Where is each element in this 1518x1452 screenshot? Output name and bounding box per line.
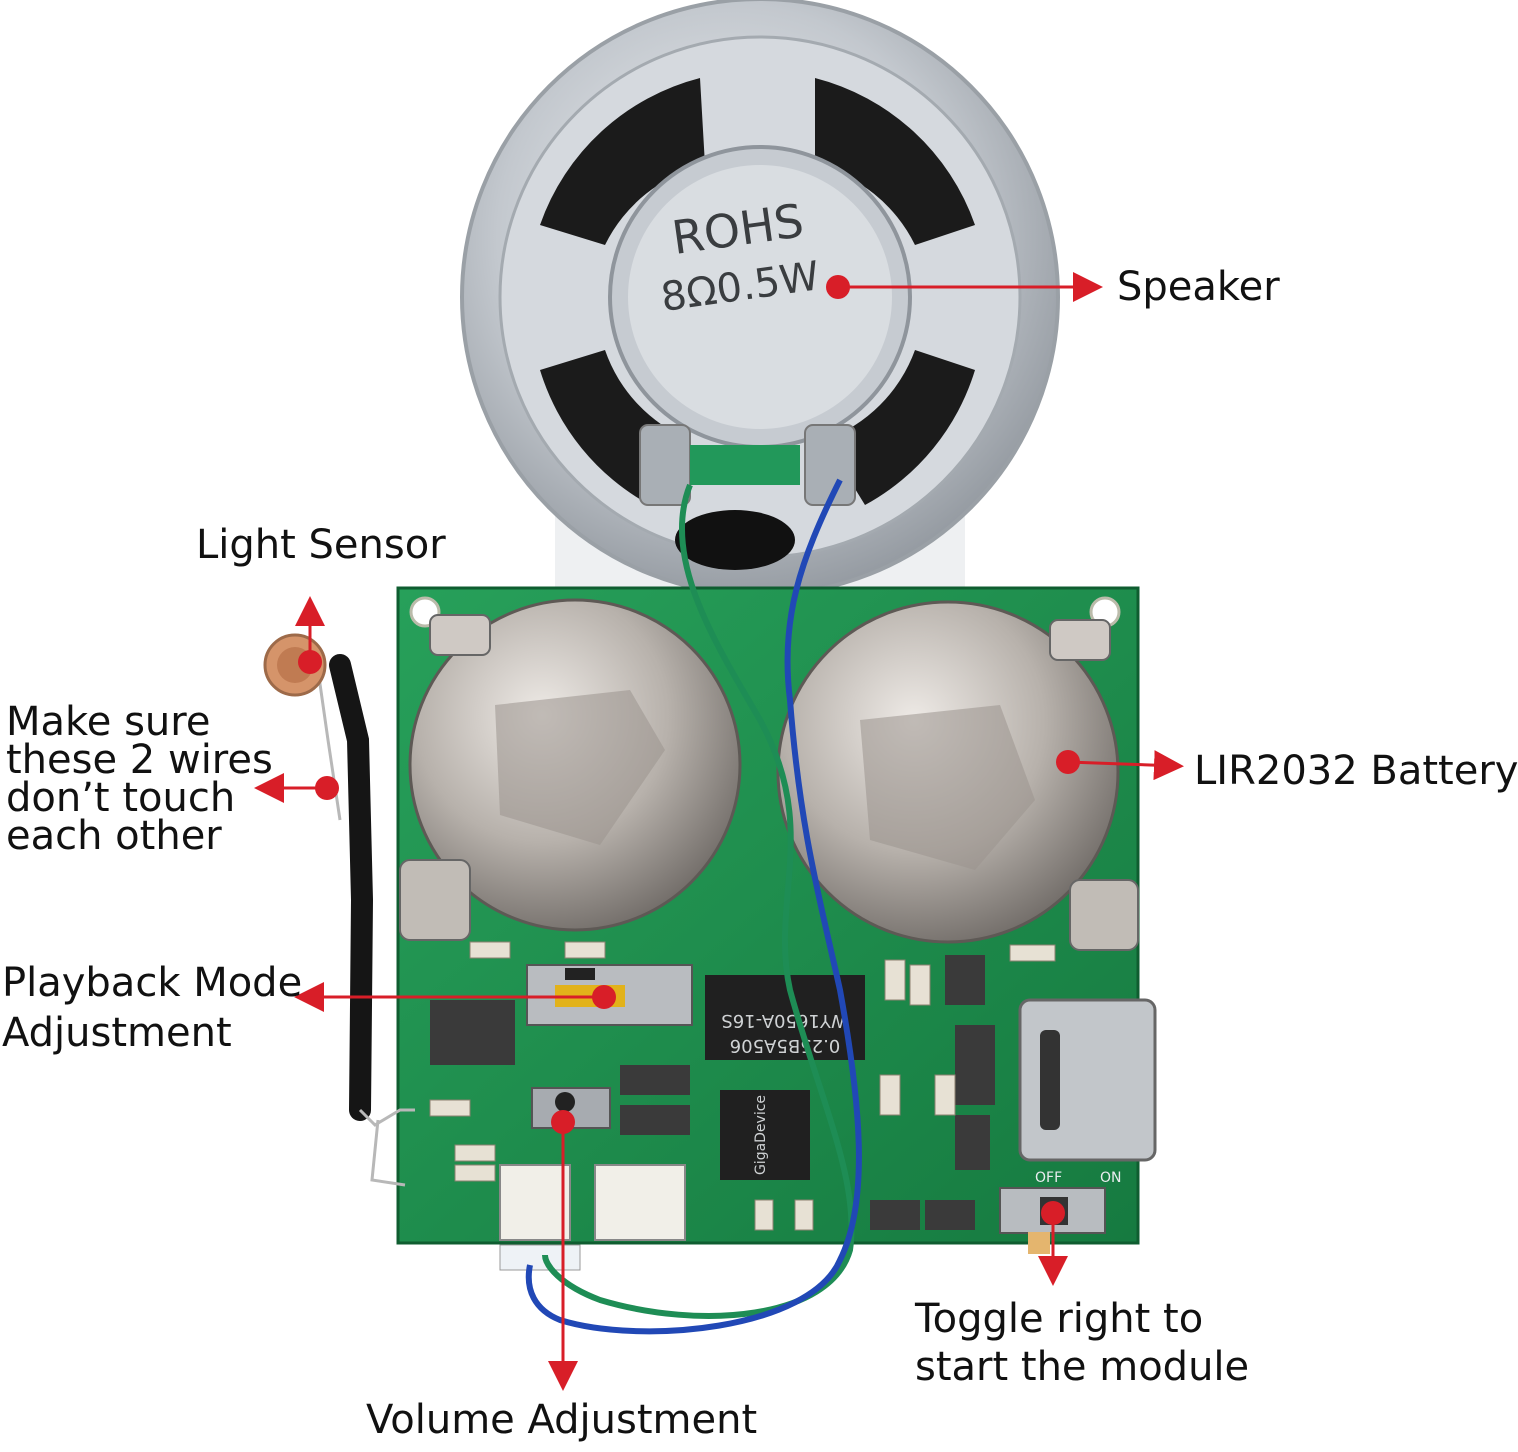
toggle-note-line-1: Toggle right to (915, 1296, 1204, 1342)
usb-c-port (1018, 998, 1157, 1162)
switch-off-text: OFF (1035, 1170, 1062, 1186)
blue-wire (525, 478, 862, 1335)
wires-note-line-3: don’t touch (6, 775, 236, 821)
chip-label-1: WY1650A-16S (721, 1010, 848, 1031)
annotation-arrows (254, 272, 1184, 1391)
playback-mode-line-1: Playback Mode (2, 960, 303, 1006)
wires-note-line-4: each other (6, 813, 222, 859)
connector-left (499, 1164, 571, 1241)
volume-label: Volume Adjustment (366, 1397, 758, 1443)
toggle-note: Toggle right to start the module (915, 1295, 1249, 1391)
playback-mode-line-2: Adjustment (2, 1010, 232, 1056)
battery-left (399, 598, 742, 941)
light-sensor (263, 633, 415, 1187)
battery-right (776, 600, 1139, 951)
speaker: ROHS 8Ω0.5W (460, 0, 1060, 597)
light-sensor-label: Light Sensor (196, 522, 446, 568)
green-wire (542, 483, 855, 1319)
playback-mode-label: Playback Mode Adjustment (2, 958, 302, 1058)
toggle-note-line-2: start the module (915, 1344, 1250, 1390)
battery-label: LIR2032 Battery (1194, 748, 1518, 794)
chip-label-2: 0.25B5A506 (730, 1035, 841, 1056)
power-toggle: OFF ON (999, 1170, 1122, 1254)
wires-note-line-1: Make sure (6, 699, 211, 745)
speaker-label: Speaker (1117, 264, 1280, 310)
pcb-board: WY1650A-16S 0.25B5A506 GigaDevice (396, 586, 1157, 1271)
connector-right (594, 1164, 686, 1241)
switch-on-text: ON (1100, 1170, 1122, 1186)
chip-label-3: GigaDevice (753, 1095, 769, 1175)
wires-note-line-2: these 2 wires (6, 737, 273, 783)
wires-note: Make sure these 2 wires don’t touch each… (6, 699, 273, 859)
